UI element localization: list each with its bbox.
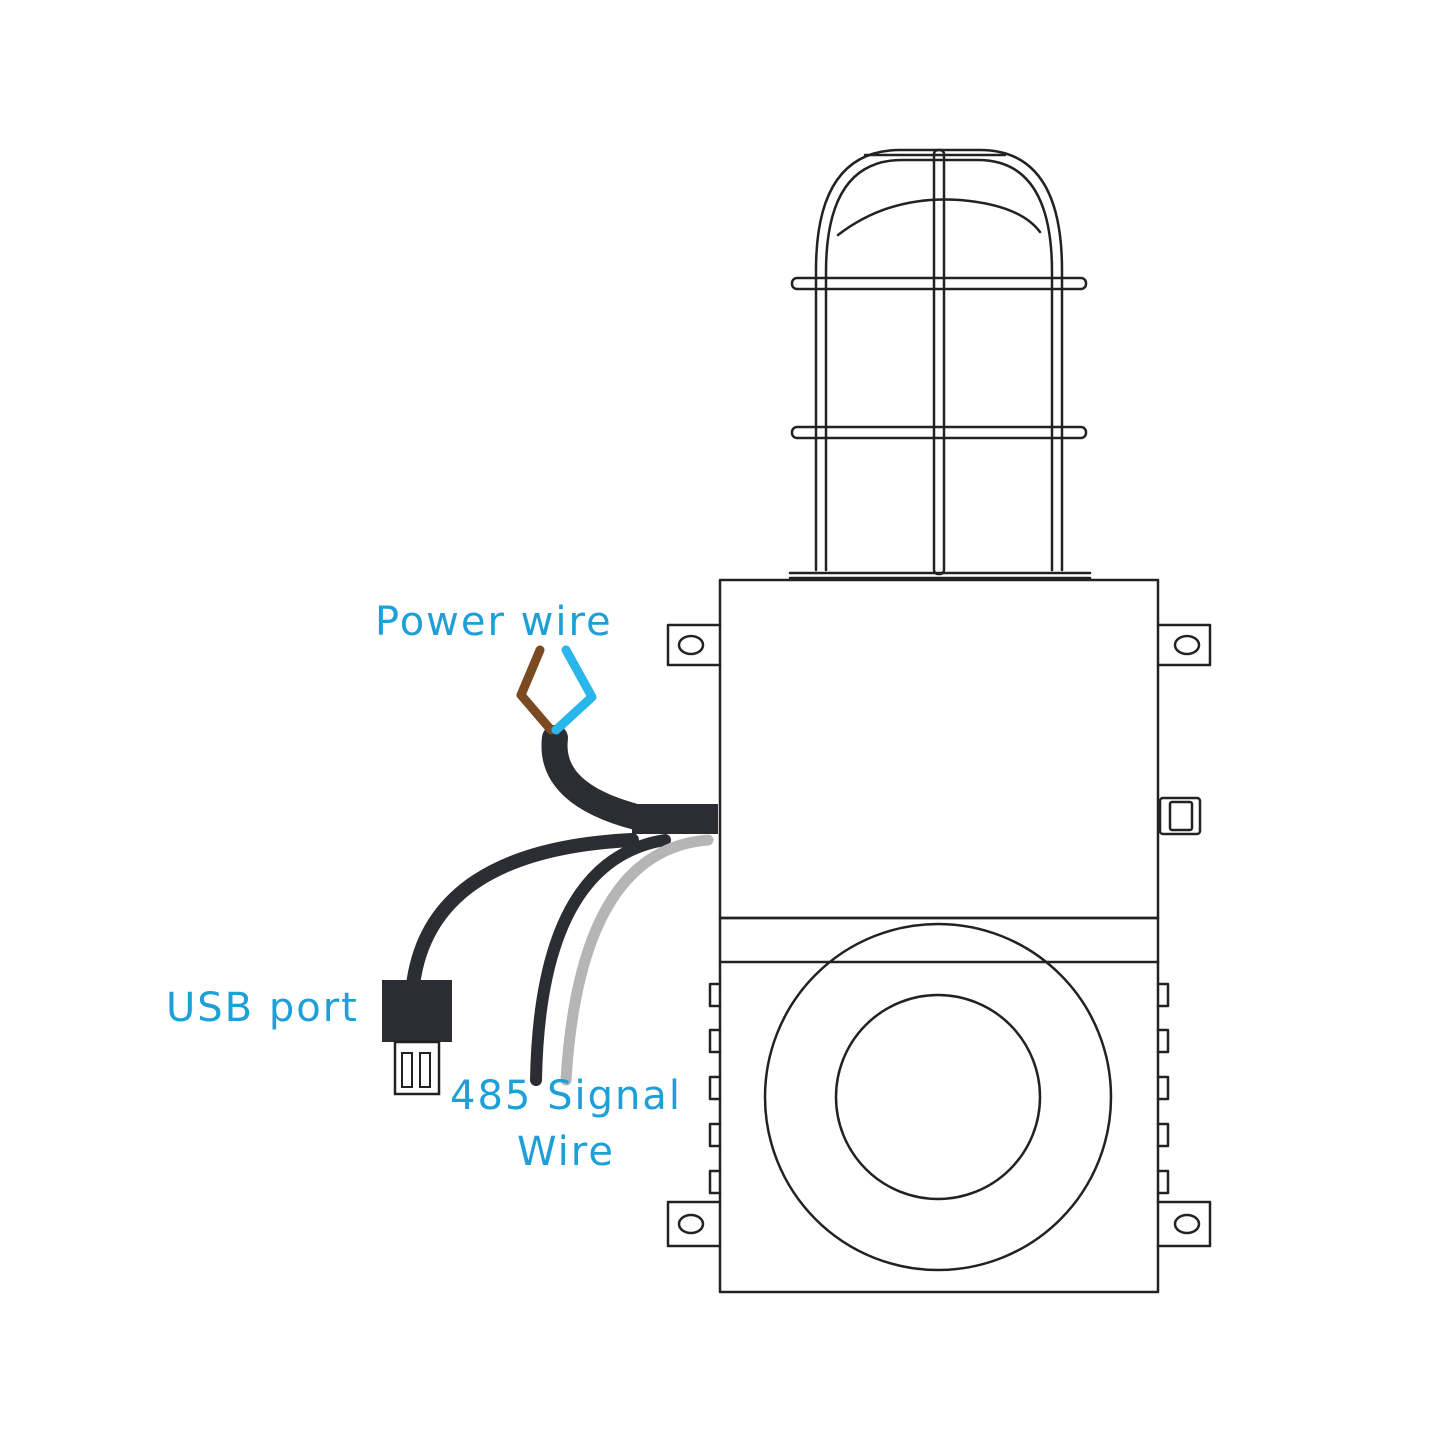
- alarm-light-cage-icon: [788, 148, 1092, 580]
- usb-plug-icon: [382, 980, 452, 1096]
- side-button: [1158, 796, 1202, 836]
- cable-bundle: [406, 645, 718, 1086]
- mounting-tab: [1156, 1200, 1212, 1248]
- signal-wire-label: 485 Signal Wire: [450, 1068, 682, 1180]
- mounting-tab: [666, 623, 722, 667]
- lower-housing: [718, 916, 1160, 1294]
- mounting-tab: [666, 1200, 722, 1248]
- upper-housing: [718, 578, 1160, 920]
- siren-speaker-icon: [763, 922, 1113, 1272]
- usb-port-label: USB port: [166, 985, 359, 1031]
- vent-ribs-right: [1156, 982, 1170, 1195]
- wire-blue: [551, 645, 597, 735]
- mounting-tab: [1156, 623, 1212, 667]
- signal-wire-label-line2: Wire: [516, 1129, 615, 1175]
- wire-brown: [516, 645, 556, 735]
- power-wire-label: Power wire: [375, 599, 613, 645]
- vent-ribs-left: [708, 982, 722, 1195]
- signal-wire-label-line1: 485 Signal: [450, 1073, 682, 1119]
